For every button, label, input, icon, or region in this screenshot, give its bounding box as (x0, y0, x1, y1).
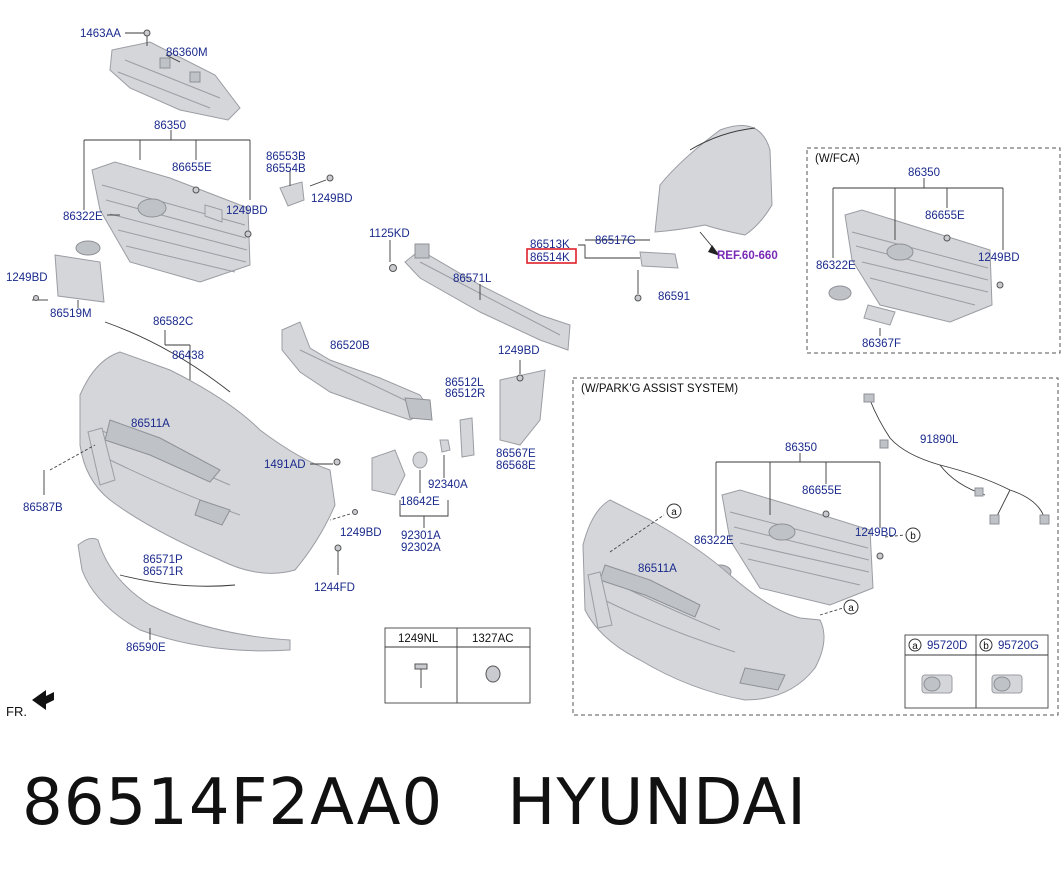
table-header-1327AC: 1327AC (472, 633, 514, 645)
label-fca-86350[interactable]: 86350 (908, 167, 940, 179)
label-86587B[interactable]: 86587B (23, 502, 63, 514)
label-86350-main[interactable]: 86350 (154, 120, 186, 132)
table-header-1249NL: 1249NL (398, 633, 439, 645)
label-1491AD[interactable]: 1491AD (264, 459, 306, 471)
label-fca-86655E[interactable]: 86655E (925, 210, 965, 222)
callout-a-letter: a (671, 507, 677, 518)
fca-box-title: (W/FCA) (815, 153, 860, 165)
label-1463AA[interactable]: 1463AA (80, 28, 121, 40)
footer-text: 86514F2AA0 HYUNDAI (22, 766, 807, 840)
label-86591[interactable]: 86591 (658, 291, 690, 303)
callout-a-letter-2: a (848, 603, 854, 614)
label-fca-86322E[interactable]: 86322E (816, 260, 856, 272)
label-1249BD-main-right[interactable]: 1249BD (226, 205, 268, 217)
label-18642E[interactable]: 18642E (400, 496, 440, 508)
label-86568E[interactable]: 86568E (496, 460, 536, 472)
label-pk-86350[interactable]: 86350 (785, 442, 817, 454)
front-bumper-86511A (43, 351, 358, 575)
absorber-86520B (281, 321, 433, 421)
sensor-table (904, 634, 1049, 709)
callout-b-letter: b (910, 531, 916, 542)
callout-a-circle-2 (843, 599, 859, 615)
label-86571P[interactable]: 86571P (143, 554, 183, 566)
label-86567E[interactable]: 86567E (496, 448, 536, 460)
label-fca-1249BD[interactable]: 1249BD (978, 252, 1020, 264)
label-86590E[interactable]: 86590E (126, 642, 166, 654)
label-pk-91890L[interactable]: 91890L (920, 434, 959, 446)
front-arrow-icon (32, 690, 54, 710)
label-86553B[interactable]: 86553B (266, 151, 306, 163)
label-86512R[interactable]: 86512R (445, 388, 485, 400)
label-86520B[interactable]: 86520B (330, 340, 370, 352)
label-86554B[interactable]: 86554B (266, 163, 306, 175)
label-86513K[interactable]: 86513K (530, 239, 570, 251)
callout-a-circle (666, 503, 682, 519)
fastener-table (384, 627, 531, 704)
label-86511A-main[interactable]: 86511A (131, 418, 170, 430)
label-pk-1249BD[interactable]: 1249BD (855, 527, 897, 539)
label-sensor-95720G[interactable]: 95720G (998, 640, 1039, 652)
label-86322E-main[interactable]: 86322E (63, 211, 103, 223)
label-1125KD[interactable]: 1125KD (369, 228, 410, 240)
label-86512L[interactable]: 86512L (445, 377, 484, 389)
callout-b-circle (905, 527, 921, 543)
label-86571R[interactable]: 86571R (143, 566, 183, 578)
screw-icon (414, 663, 428, 688)
label-86360M[interactable]: 86360M (166, 47, 208, 59)
label-86655E-main[interactable]: 86655E (172, 162, 212, 174)
label-86514K[interactable]: 86514K (530, 252, 570, 264)
parking-sensor-a-icon (921, 674, 953, 694)
sensor-b-letter: b (983, 641, 989, 652)
main-grille-86350 (75, 130, 252, 283)
part-number-footer: 86514F2AA0 HYUNDAI (22, 758, 1042, 848)
label-fca-86367F[interactable]: 86367F (862, 338, 901, 350)
side-bracket-86567E (499, 360, 546, 446)
fca-grille (828, 178, 1004, 336)
fca-variant-box (806, 147, 1061, 354)
label-86582C[interactable]: 86582C (153, 316, 193, 328)
label-pk-86655E[interactable]: 86655E (802, 485, 842, 497)
label-86571L[interactable]: 86571L (453, 273, 492, 285)
clip-icon (485, 665, 501, 683)
label-sensor-95720D[interactable]: 95720D (927, 640, 967, 652)
bracket-86553B (279, 170, 334, 207)
label-pk-86511A[interactable]: 86511A (638, 563, 677, 575)
upper-bracket-86360M (109, 29, 241, 121)
bracket-86513K (578, 239, 679, 302)
sensor-a-letter: a (912, 641, 918, 652)
garnish-86571P (119, 574, 236, 587)
label-92301A[interactable]: 92301A (401, 530, 441, 542)
fog-lamp-92301A (371, 439, 451, 528)
plate-86519M (32, 254, 105, 308)
park-assist-variant-box (572, 377, 1059, 716)
label-92302A[interactable]: 92302A (401, 542, 441, 554)
label-86517G[interactable]: 86517G (595, 235, 636, 247)
label-ref-60-660[interactable]: REF.60-660 (717, 250, 778, 262)
label-92340A[interactable]: 92340A (428, 479, 468, 491)
label-1249BD-lower[interactable]: 1249BD (340, 527, 382, 539)
parking-sensor-b-icon (991, 674, 1023, 694)
fender-ref-60-660 (654, 125, 773, 256)
highlight-86514K (526, 248, 577, 264)
label-1244FD[interactable]: 1244FD (314, 582, 355, 594)
wiring-harness-91890L (863, 393, 1050, 525)
lip-86590E (77, 537, 291, 652)
park-bumper (582, 499, 844, 701)
label-1249BD-main-left[interactable]: 1249BD (6, 272, 48, 284)
label-86438[interactable]: 86438 (172, 350, 204, 362)
parts-diagram: 1463AA 86360M 86350 86655E 86322E 1249BD… (6, 28, 1061, 719)
label-1249BD-bracket[interactable]: 1249BD (311, 193, 353, 205)
front-direction-label: FR. (6, 704, 27, 719)
park-box-title: (W/PARK'G ASSIST SYSTEM) (581, 383, 738, 395)
label-1249BD-side[interactable]: 1249BD (498, 345, 540, 357)
label-pk-86322E[interactable]: 86322E (694, 535, 734, 547)
beam-86571L (389, 240, 571, 351)
retainer-86512L (459, 417, 475, 458)
label-86519M[interactable]: 86519M (50, 308, 92, 320)
